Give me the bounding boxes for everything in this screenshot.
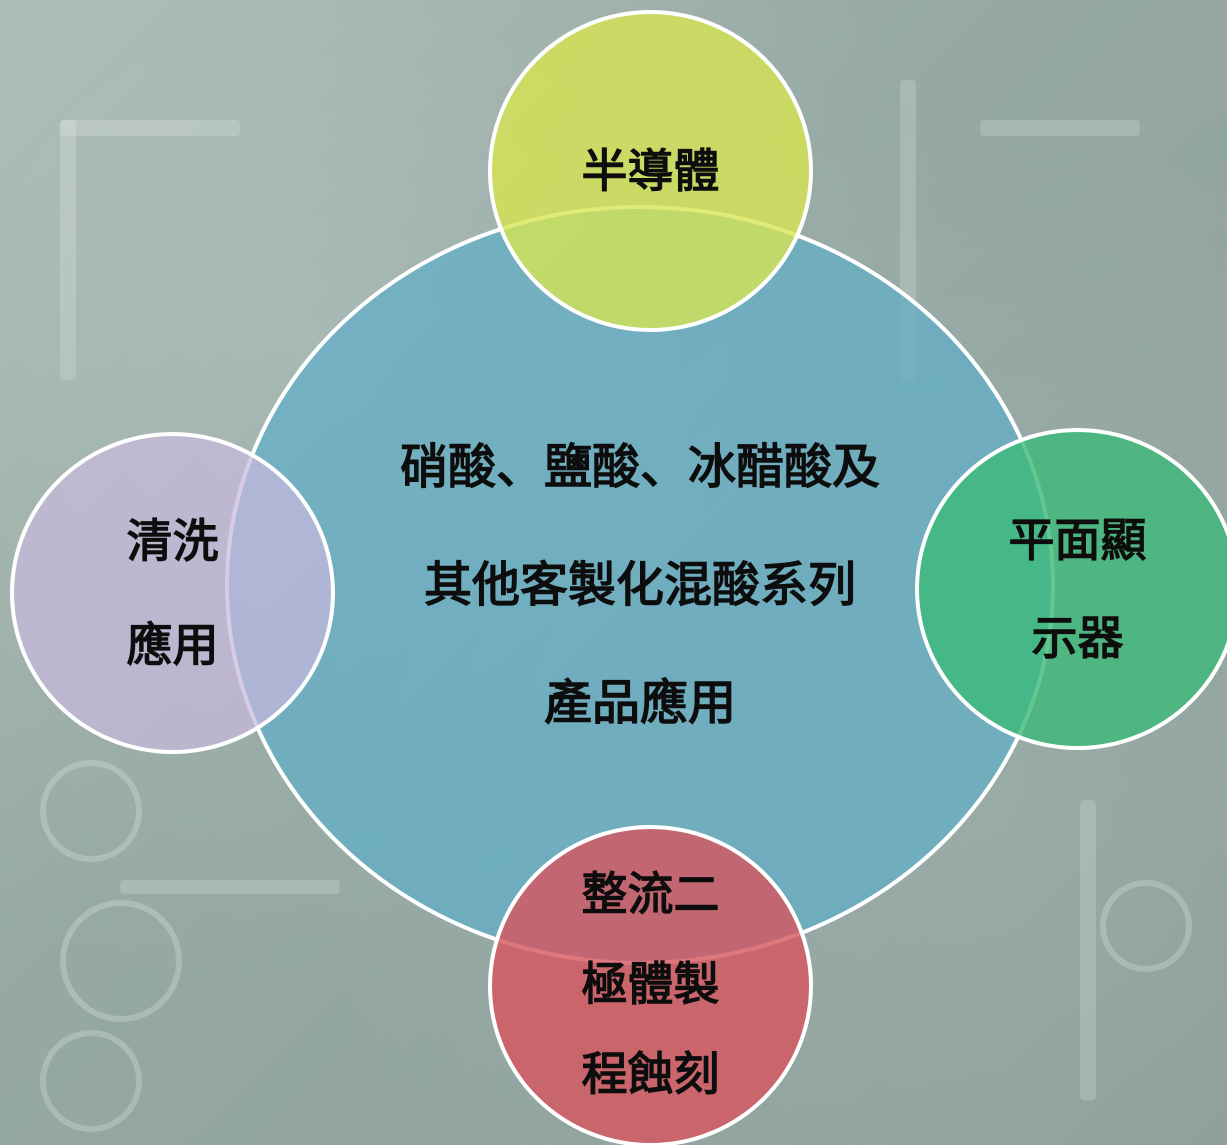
circuit-pad xyxy=(60,900,182,1022)
semiconductor-label: 半導體 xyxy=(581,144,720,198)
flat-panel-display-label: 平面顯 示器 xyxy=(1009,517,1147,661)
bottom-line-3: 程蝕刻 xyxy=(581,1047,720,1101)
center-line-2: 其他客製化混酸系列 xyxy=(423,557,856,613)
flat-panel-display-circle: 平面顯 示器 xyxy=(915,428,1227,750)
center-application-label: 硝酸、鹽酸、冰醋酸及 其他客製化混酸系列 產品應用 xyxy=(400,443,880,727)
bottom-line-1: 整流二 xyxy=(581,867,720,921)
center-line-3: 產品應用 xyxy=(543,675,736,731)
circuit-pad xyxy=(40,1030,142,1132)
cleaning-application-circle: 清洗 應用 xyxy=(10,432,335,754)
circuit-trace xyxy=(60,120,240,136)
left-line-2: 應用 xyxy=(126,618,219,672)
circuit-pad xyxy=(40,760,142,862)
left-line-1: 清洗 xyxy=(126,514,219,568)
center-line-1: 硝酸、鹽酸、冰醋酸及 xyxy=(399,439,880,495)
circuit-trace xyxy=(60,120,76,380)
rectifier-diode-etching-circle: 整流二 極體製 程蝕刻 xyxy=(488,825,813,1147)
cleaning-application-label: 清洗 應用 xyxy=(127,518,219,668)
circuit-pad xyxy=(1100,880,1192,972)
right-line-2: 示器 xyxy=(1031,611,1124,665)
semiconductor-circle: 半導體 xyxy=(488,10,813,332)
bottom-line-2: 極體製 xyxy=(581,957,720,1011)
circuit-trace xyxy=(980,120,1140,136)
circuit-trace xyxy=(1080,800,1096,1100)
rectifier-diode-etching-label: 整流二 極體製 程蝕刻 xyxy=(582,871,720,1097)
right-line-1: 平面顯 xyxy=(1008,513,1147,567)
circuit-trace xyxy=(120,880,340,894)
